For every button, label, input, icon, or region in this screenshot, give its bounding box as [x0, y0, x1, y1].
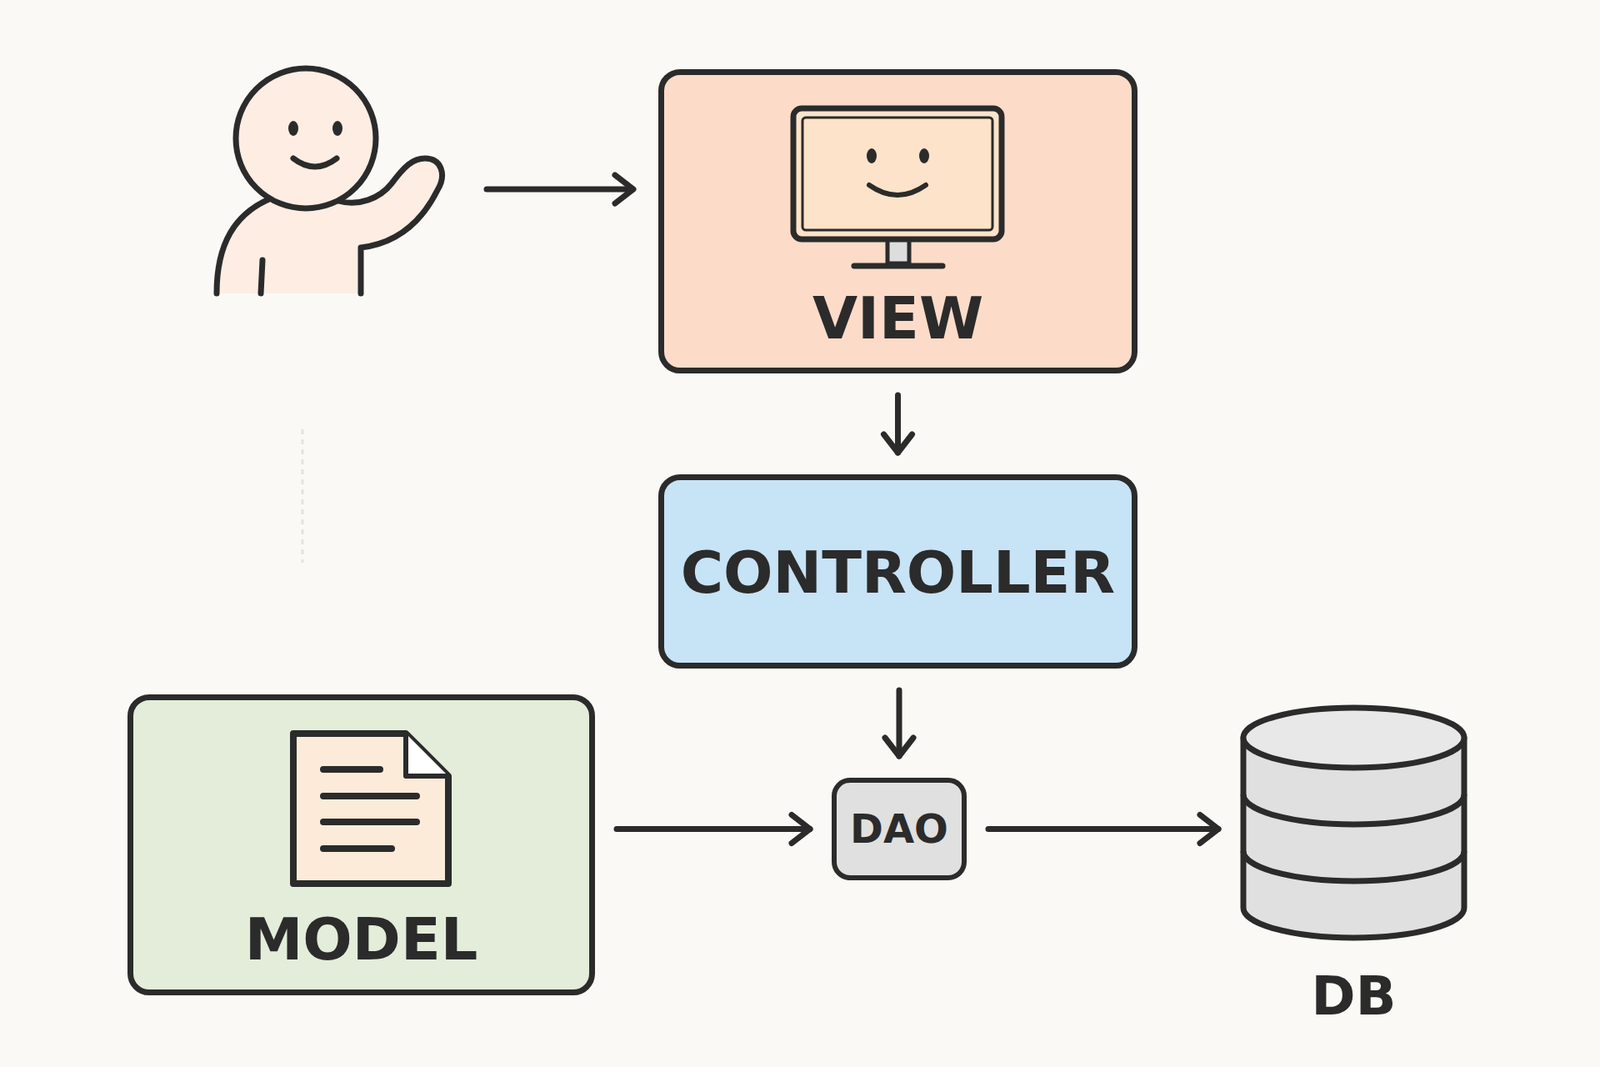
view-box: VIEW — [658, 69, 1138, 374]
controller-box: CONTROLLER — [658, 474, 1138, 669]
arrow-head — [791, 815, 810, 844]
user-figure — [216, 68, 442, 294]
arrow-line — [895, 395, 901, 453]
node-label: CONTROLLER — [664, 543, 1132, 602]
monitor-icon — [793, 108, 1002, 266]
cylinder-top — [1243, 707, 1465, 768]
cylinder-part — [1243, 850, 1465, 881]
arrow-head — [884, 434, 913, 453]
model-box: MODEL — [127, 694, 595, 995]
database-cylinder: DB — [1240, 704, 1468, 1021]
flow-arrow — [616, 815, 810, 844]
flow-arrow — [884, 395, 913, 453]
dao-box: DAO — [831, 777, 967, 880]
user-arrow — [486, 175, 634, 204]
document-icon — [293, 733, 449, 884]
flow-arrow — [988, 815, 1219, 844]
node-label: DAO — [836, 808, 962, 849]
flow-arrow — [885, 690, 914, 756]
node-label: VIEW — [664, 289, 1132, 348]
arrow-line — [896, 690, 903, 756]
faint-guide-line — [301, 429, 305, 563]
node-label: MODEL — [133, 910, 590, 969]
arrow-head — [885, 737, 914, 756]
cylinder-part — [1243, 794, 1465, 825]
arrow-line — [988, 825, 1219, 832]
arrow-line — [616, 825, 810, 832]
node-label: DB — [1240, 969, 1468, 1023]
arrow-head — [1200, 815, 1219, 844]
cylinder-outline — [1240, 704, 1468, 941]
